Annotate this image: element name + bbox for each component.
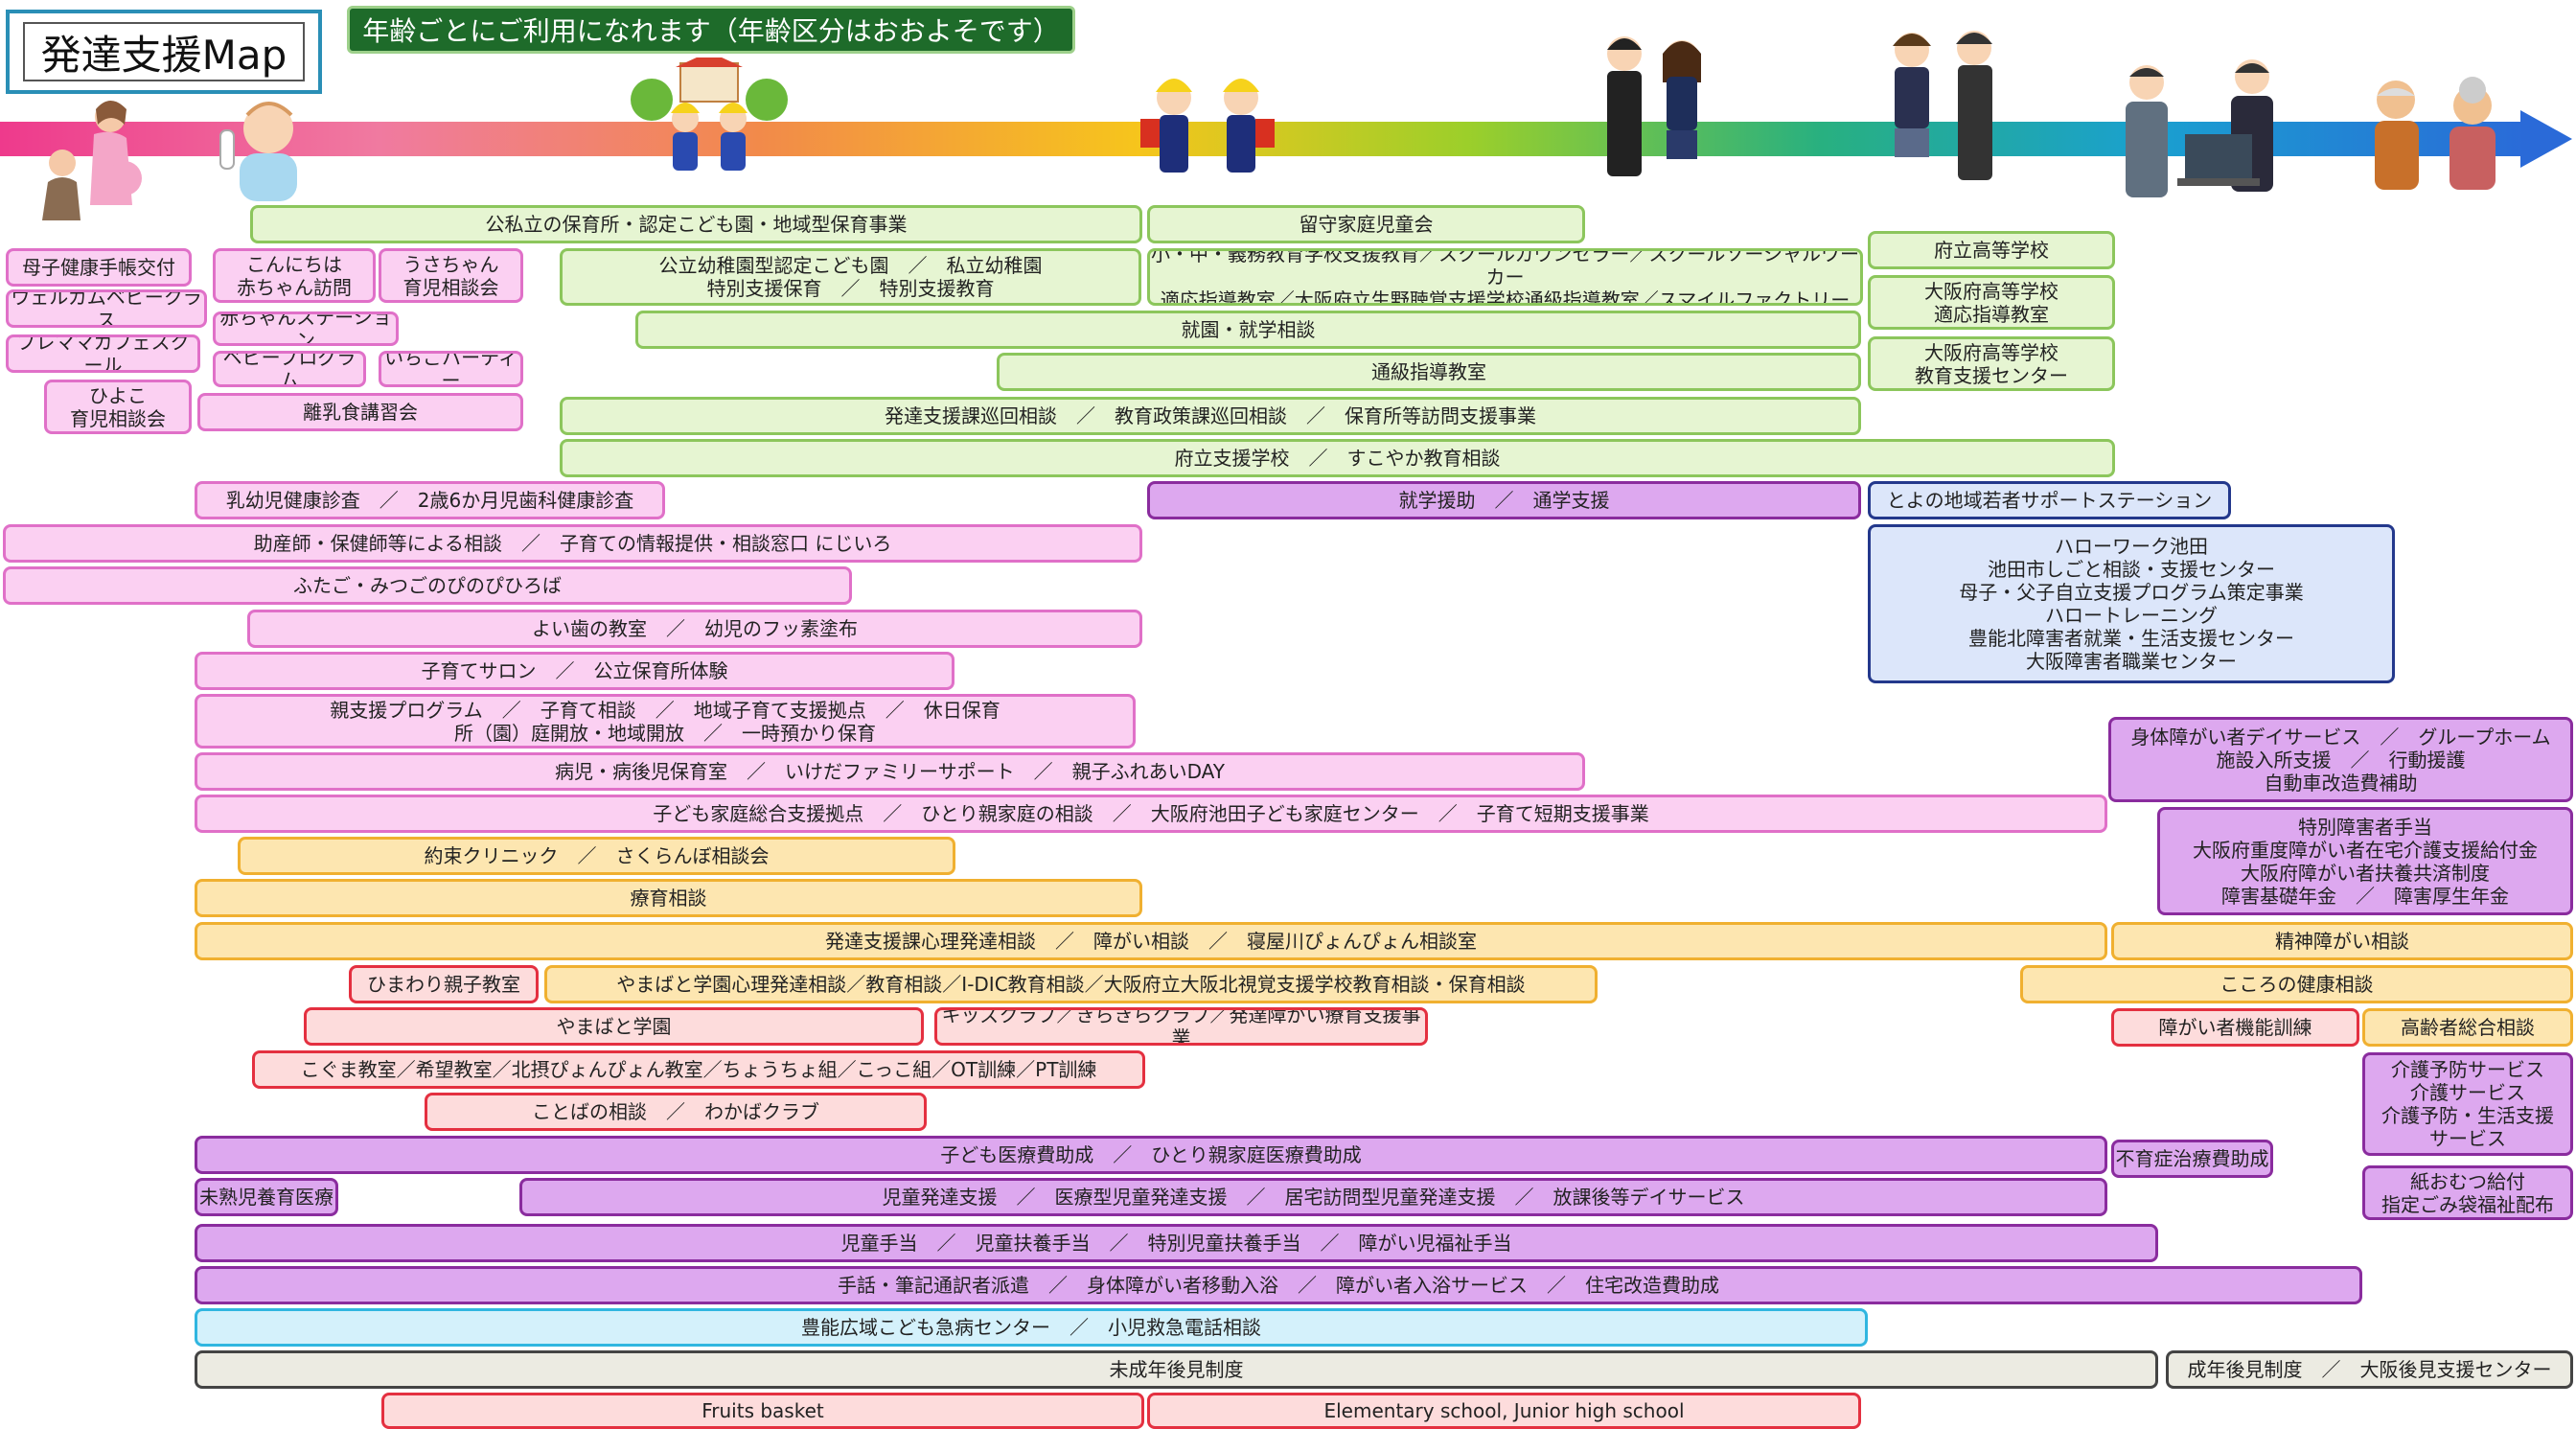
service-bar: 児童手当 ／ 児童扶養手当 ／ 特別児童扶養手当 ／ 障がい児福祉手当 (195, 1224, 2158, 1262)
service-bar: 高齢者総合相談 (2362, 1008, 2573, 1047)
map-title-box: 発達支援Map (6, 10, 322, 94)
service-bar: キッズクラブ／きらきらクラブ／発達障がい療育支援事業 (934, 1007, 1428, 1046)
age-note-banner: 年齢ごとにご利用になれます（年齢区分はおおよそです） (347, 6, 1075, 54)
service-bar: うさちゃん 育児相談会 (379, 248, 523, 303)
service-bar: ふたご・みつごのぴのぴひろば (3, 566, 852, 605)
service-bar: 子ども家庭総合支援拠点 ／ ひとり親家庭の相談 ／ 大阪府池田子ども家庭センター… (195, 795, 2107, 833)
service-bar: 紙おむつ給付 指定ごみ袋福祉配布 (2362, 1165, 2573, 1220)
service-bar: 府立支援学校 ／ すこやか教育相談 (560, 439, 2115, 477)
service-bar: いちごパーティー (379, 351, 523, 387)
service-bar: 成年後見制度 ／ 大阪後見支援センター (2166, 1350, 2573, 1389)
service-bar: 豊能広域こども急病センター ／ 小児救急電話相談 (195, 1308, 1868, 1347)
service-bar: 手話・筆記通訳者派遣 ／ 身体障がい者移動入浴 ／ 障がい者入浴サービス ／ 住… (195, 1266, 2362, 1304)
service-bar: プレママカフェスクール (6, 334, 200, 373)
high-school-students-figure (1893, 31, 1992, 180)
service-bar: 小・中・義務教育学校支援教育／スクールカウンセラー／スクールソーシャルワーカー … (1147, 248, 1863, 306)
service-bar: 未熟児養育医療 (195, 1178, 338, 1216)
service-bar: やまばと学園 (304, 1007, 924, 1046)
service-bar: やまばと学園心理発達相談／教育相談／I-DIC教育相談／大阪府立大阪北視覚支援学… (544, 965, 1598, 1003)
service-bar: ひよこ 育児相談会 (44, 380, 192, 434)
service-bar: ウェルカムベビークラス (6, 289, 207, 328)
service-bar: よい歯の教室 ／ 幼児のフッ素塗布 (247, 610, 1142, 648)
service-bar: 乳幼児健康診査 ／ 2歳6か月児歯科健康診査 (195, 481, 665, 519)
service-bar: 子ども医療費助成 ／ ひとり親家庭医療費助成 (195, 1136, 2107, 1174)
service-bar: 府立高等学校 (1868, 231, 2115, 269)
service-bar: こぐま教室／希望教室／北摂ぴょんぴょん教室／ちょうちょ組／こっこ組／OT訓練／P… (252, 1050, 1145, 1089)
baby-with-bottle-figure (219, 102, 297, 201)
map-title: 発達支援Map (23, 22, 305, 81)
service-bar: 精神障がい相談 (2111, 922, 2573, 960)
service-bar: 発達支援課心理発達相談 ／ 障がい相談 ／ 寝屋川ぴょんぴょん相談室 (195, 922, 2107, 960)
service-bar: 発達支援課巡回相談 ／ 教育政策課巡回相談 ／ 保育所等訪問支援事業 (560, 397, 1861, 435)
schoolchildren-figure (1140, 79, 1275, 173)
service-bar: 就園・就学相談 (635, 311, 1861, 349)
working-adults-figure (2126, 59, 2273, 197)
service-bar: 介護予防サービス 介護サービス 介護予防・生活支援 サービス (2362, 1052, 2573, 1156)
service-bar: ことばの相談 ／ わかばクラブ (425, 1093, 927, 1131)
service-bar: 障がい者機能訓練 (2111, 1008, 2359, 1047)
service-bar: Elementary school, Junior high school (1147, 1393, 1861, 1429)
service-bar: 病児・病後児保育室 ／ いけだファミリーサポート ／ 親子ふれあいDAY (195, 752, 1585, 791)
service-bar: Fruits basket (381, 1393, 1144, 1429)
service-bar: 子育てサロン ／ 公立保育所体験 (195, 652, 954, 690)
service-bar: ハローワーク池田 池田市しごと相談・支援センター 母子・父子自立支援プログラム策… (1868, 524, 2395, 683)
service-bar: 公立幼稚園型認定こども園 ／ 私立幼稚園 特別支援保育 ／ 特別支援教育 (560, 248, 1141, 306)
service-bar: 親支援プログラム ／ 子育て相談 ／ 地域子育て支援拠点 ／ 休日保育 所（園）… (195, 694, 1136, 749)
service-bar: 離乳食講習会 (197, 393, 523, 431)
service-bar: 助産師・保健師等による相談 ／ 子育ての情報提供・相談窓口 にじいろ (3, 524, 1142, 563)
service-bar: 約束クリニック ／ さくらんぼ相談会 (238, 837, 955, 875)
service-bar: 赤ちゃんステーション (213, 311, 399, 346)
service-bar: ベビープログラム (213, 351, 366, 387)
service-bar: 大阪府高等学校 教育支援センター (1868, 336, 2115, 391)
service-bar: 就学援助 ／ 通学支援 (1147, 481, 1861, 519)
pregnant-mother-figure (42, 101, 142, 220)
service-bar: 療育相談 (195, 879, 1142, 917)
service-bar: 未成年後見制度 (195, 1350, 2158, 1389)
elderly-couple-figure (2375, 77, 2496, 190)
service-bar: 通級指導教室 (997, 353, 1861, 391)
service-bar: こころの健康相談 (2020, 965, 2573, 1003)
service-bar: 公私立の保育所・認定こども園・地域型保育事業 (250, 205, 1142, 243)
service-bar: ひまわり親子教室 (349, 965, 539, 1003)
service-bar: 留守家庭児童会 (1147, 205, 1585, 243)
service-bar: 不育症治療費助成 (2111, 1140, 2273, 1178)
service-bar: 身体障がい者デイサービス ／ グループホーム 施設入所支援 ／ 行動援護 自動車… (2108, 717, 2573, 802)
service-bar: こんにちは 赤ちゃん訪問 (213, 248, 376, 303)
junior-high-students-figure (1607, 36, 1701, 176)
service-bar: 児童発達支援 ／ 医療型児童発達支援 ／ 居宅訪問型児童発達支援 ／ 放課後等デ… (519, 1178, 2107, 1216)
service-bar: とよの地域若者サポートステーション (1868, 481, 2231, 519)
service-bar: 特別障害者手当 大阪府重度障がい者在宅介護支援給付金 大阪府障がい者扶養共済制度… (2157, 807, 2573, 915)
service-bar: 母子健康手帳交付 (6, 248, 192, 287)
preschool-children-figure (631, 58, 788, 171)
service-bar: 大阪府高等学校 適応指導教室 (1868, 275, 2115, 330)
